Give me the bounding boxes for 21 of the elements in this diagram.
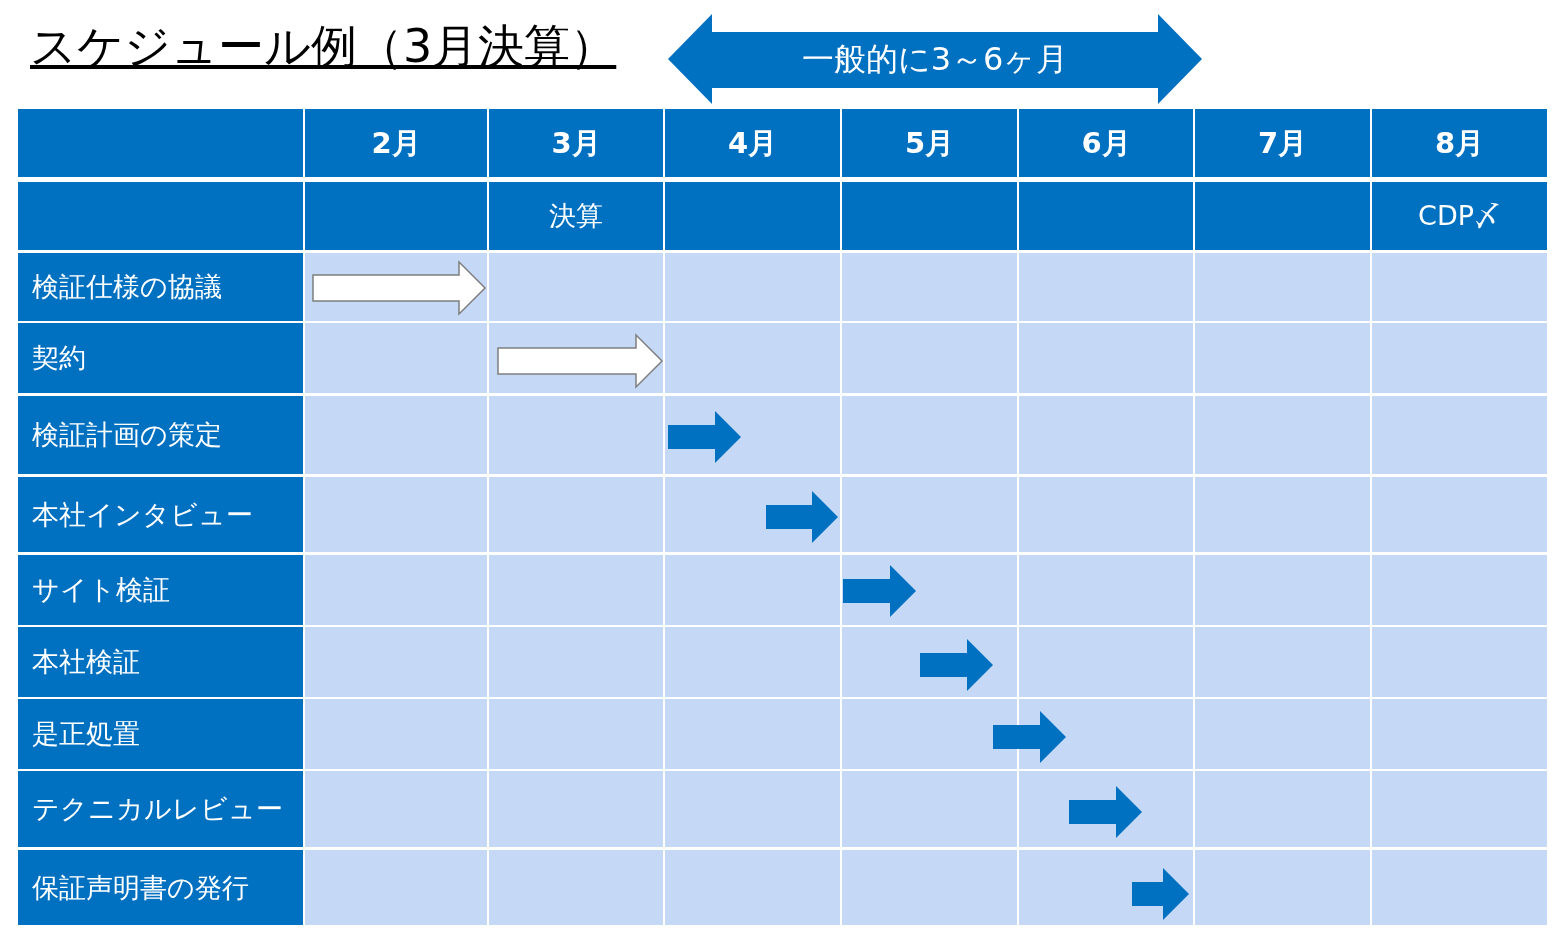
month-header: 6月 (1081, 129, 1131, 158)
task-name: 契約 (32, 344, 86, 371)
title: スケジュール例（3月決算） (30, 18, 617, 75)
month-header: 8月 (1434, 129, 1485, 158)
arrow-label: 一般的に3～6ヶ月 (800, 41, 1070, 77)
month-header: 7月 (1257, 129, 1308, 158)
task-name: 検証計画の策定 (32, 421, 222, 448)
task-name: 検証仕様の協議 (32, 273, 222, 300)
month-header: 4月 (727, 129, 778, 158)
task-name: 本社インタビュー (32, 500, 253, 528)
task-name: 本社検証 (32, 648, 140, 675)
task-name: 保証声明書の発行 (32, 873, 249, 901)
milestone-label: CDP〆 (1418, 202, 1501, 229)
task-name: サイト検証 (32, 576, 170, 603)
double-arrow (668, 14, 1202, 104)
month-header: 5月 (904, 129, 955, 158)
task-name: テクニカルレビュー (32, 795, 283, 822)
month-header: 3月 (551, 129, 601, 158)
milestone-label: 決算 (549, 202, 603, 229)
task-name: 是正処置 (32, 720, 140, 747)
month-header: 2月 (371, 129, 421, 158)
